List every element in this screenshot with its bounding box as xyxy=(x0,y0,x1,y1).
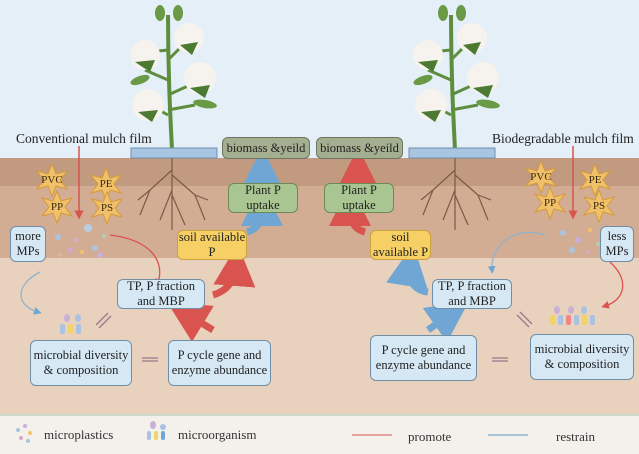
biomass-yield-box-right: biomass &yeild xyxy=(316,137,403,159)
soil-available-p-box-right: soil available P xyxy=(370,230,431,260)
conventional-film-title: Conventional mulch film xyxy=(16,131,152,146)
tp-p-fraction-mbp-box-left: TP, P fraction and MBP xyxy=(117,279,205,309)
plastic-star-pvc-right: PVC xyxy=(524,160,558,194)
plastic-star-pp-left: PP xyxy=(40,190,74,224)
sky-background xyxy=(0,0,639,158)
arrow-pcycle-to-tp-left xyxy=(167,302,215,342)
p-cycle-gene-box-left: P cycle gene and enzyme abundance xyxy=(168,340,271,386)
legend-microplastics-label: microplastics xyxy=(44,427,114,442)
arrow-mps-to-microbe-left xyxy=(20,271,42,315)
equilibrium-symbol-right-horiz xyxy=(492,357,508,362)
equilibrium-symbol-right-diag xyxy=(516,311,533,328)
roots-left-icon xyxy=(137,158,209,230)
star-icon xyxy=(90,191,124,225)
arrow-tp-to-soilp-left xyxy=(211,244,256,299)
less-mps-box: less MPs xyxy=(600,226,634,262)
p-cycle-gene-box-right: P cycle gene and enzyme abundance xyxy=(370,335,477,381)
equilibrium-symbol-left-diag xyxy=(95,312,112,329)
plastic-star-ps-right: PS xyxy=(582,189,616,223)
microbial-diversity-box-left: microbial diversity & composition xyxy=(30,340,132,386)
star-icon xyxy=(533,186,567,220)
arrow-mps-to-microbe-right xyxy=(601,261,624,309)
mulch-film-right xyxy=(408,147,496,159)
equilibrium-symbol-left-horiz xyxy=(142,357,158,362)
plant-p-uptake-box-right: Plant P uptake xyxy=(324,183,394,213)
cotton-plant-right-icon xyxy=(413,5,500,151)
star-icon xyxy=(578,163,612,197)
legend-microplastics-icon xyxy=(16,424,32,443)
plastic-star-pe-right: PE xyxy=(578,163,612,197)
more-mps-box: more MPs xyxy=(10,226,46,262)
plastic-star-ps-left: PS xyxy=(90,191,124,225)
legend-promote-label: promote xyxy=(408,429,452,444)
star-icon xyxy=(40,190,74,224)
soil-available-p-box-left: soil available P xyxy=(177,230,247,260)
legend-microorganism-icon xyxy=(147,421,166,440)
cotton-plant-left-icon xyxy=(130,5,217,151)
biomass-yield-box-left: biomass &yeild xyxy=(222,137,310,159)
legend-restrain-label: restrain xyxy=(556,429,595,444)
microplastics-cluster-left-icon xyxy=(55,224,106,258)
star-icon xyxy=(582,189,616,223)
arrow-mps-to-tp-left xyxy=(109,234,163,287)
microorganism-cluster-left-icon xyxy=(60,314,81,334)
legend-microorganism-label: microorganism xyxy=(178,427,257,442)
plastic-star-pvc-left: PVC xyxy=(35,163,69,197)
mulch-film-left xyxy=(130,147,218,159)
arrow-tp-to-soilp-right xyxy=(386,244,429,296)
star-icon xyxy=(524,160,558,194)
legend-bar xyxy=(0,414,639,454)
roots-right-icon xyxy=(420,158,492,230)
star-icon xyxy=(35,163,69,197)
arrow-mps-to-tp-right xyxy=(487,231,546,274)
biodegradable-film-title: Biodegradable mulch film xyxy=(492,131,634,146)
tp-p-fraction-mbp-box-right: TP, P fraction and MBP xyxy=(432,279,512,309)
plastic-star-pp-right: PP xyxy=(533,186,567,220)
microorganism-cluster-right-icon xyxy=(550,306,595,325)
plant-p-uptake-box-left: Plant P uptake xyxy=(228,183,298,213)
microplastics-cluster-right-icon xyxy=(560,228,600,254)
microbial-diversity-box-right: microbial diversity & composition xyxy=(530,334,634,380)
arrow-pcycle-to-tp-right xyxy=(422,300,470,343)
